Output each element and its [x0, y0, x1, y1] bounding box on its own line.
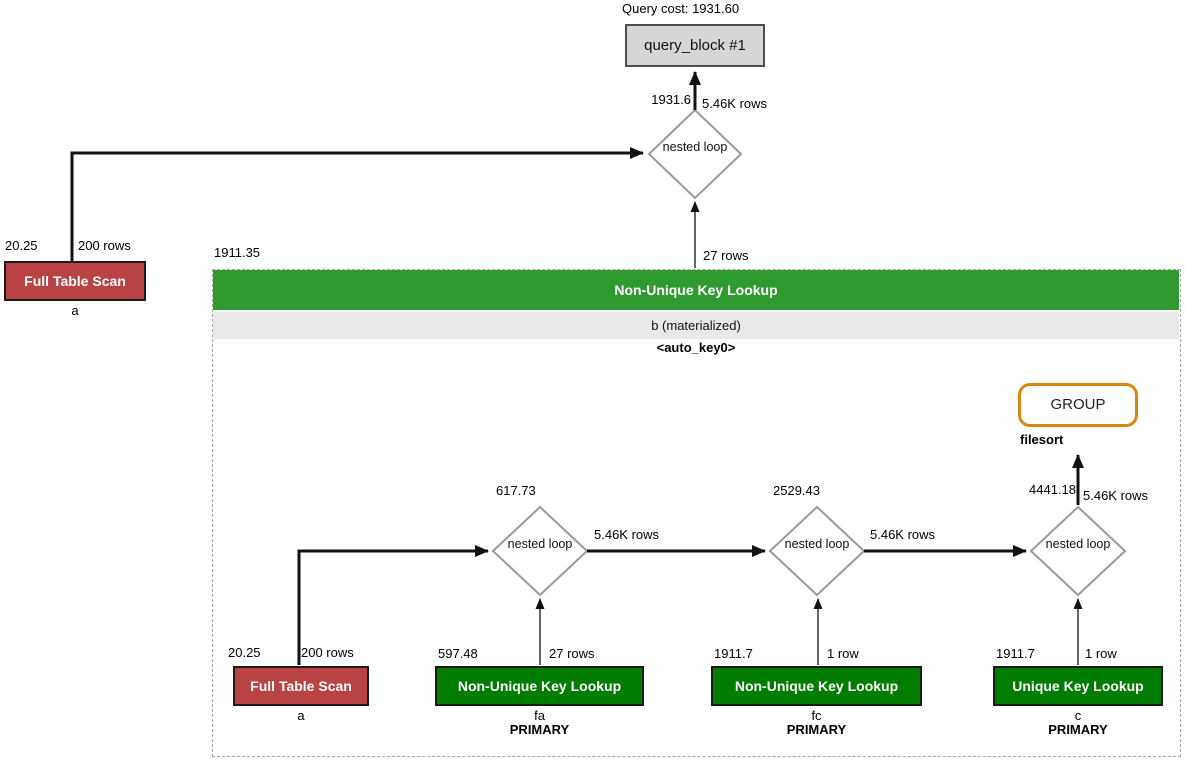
leaf-fc-rows: 1 row: [827, 646, 859, 661]
filesort-label: filesort: [1020, 432, 1064, 447]
edge-outer-scan-to-top-loop: [70, 147, 644, 262]
leaf-fa-rows: 27 rows: [549, 646, 595, 661]
subquery-table-name: b (materialized): [213, 312, 1179, 339]
root-edge-rows: 5.46K rows: [702, 96, 768, 111]
leaf-fa-non-unique-key-lookup-node[interactable]: Non-Unique Key Lookup: [435, 666, 644, 706]
subquery-out-rows: 27 rows: [703, 248, 749, 263]
leaf-full-table-scan-node[interactable]: Full Table Scan: [233, 666, 369, 706]
leaf-fa-table-name: fa: [534, 708, 545, 723]
leaf-fc-non-unique-key-lookup-node[interactable]: Non-Unique Key Lookup: [711, 666, 922, 706]
outer-scan-table-name: a: [71, 303, 79, 318]
leaf-a-cost: 20.25: [228, 645, 261, 660]
loop1-label: nested loop: [507, 537, 573, 551]
leaf-fa-cost: 597.48: [438, 646, 478, 661]
group-node[interactable]: GROUP: [1018, 383, 1138, 427]
leaf-a-table-name: a: [297, 708, 305, 723]
loop3-label: nested loop: [1045, 537, 1111, 551]
outer-scan-cost: 20.25: [5, 238, 38, 253]
loop2-label: nested loop: [784, 537, 850, 551]
nested-loop-diamonds: [491, 108, 1127, 597]
top-nested-loop-label: nested loop: [662, 140, 728, 154]
query-cost-label: Query cost: 1931.60: [622, 1, 740, 16]
leaf-c-key-name: PRIMARY: [1048, 722, 1108, 737]
outer-full-table-scan-node[interactable]: Full Table Scan: [4, 261, 146, 301]
group-edge-cost: 4441.18: [1029, 482, 1076, 497]
loop2-cost: 2529.43: [773, 483, 820, 498]
leaf-c-cost: 1911.7: [996, 646, 1035, 661]
leaf-fa-key-name: PRIMARY: [509, 722, 570, 737]
outer-scan-rows: 200 rows: [78, 238, 131, 253]
inner-nested-loop-diamond-2[interactable]: [768, 505, 866, 597]
leaf-a-rows: 200 rows: [301, 645, 354, 660]
inner-nested-loop-diamond-1[interactable]: [491, 505, 589, 597]
leaf-fc-key-name: PRIMARY: [786, 722, 847, 737]
root-edge-cost: 1931.6: [651, 92, 691, 107]
top-nested-loop-diamond[interactable]: [647, 108, 743, 200]
group-edge-rows: 5.46K rows: [1083, 488, 1149, 503]
loop1-cost: 617.73: [496, 483, 536, 498]
loop1-out-rows: 5.46K rows: [594, 527, 660, 542]
leaf-c-unique-key-lookup-node[interactable]: Unique Key Lookup: [993, 666, 1163, 706]
leaf-c-rows: 1 row: [1085, 646, 1117, 661]
leaf-fc-cost: 1911.7: [714, 646, 753, 661]
edge-inner-scan-to-loop1: [297, 545, 489, 665]
subquery-key-name: <auto_key0>: [656, 340, 736, 355]
subquery-cost: 1911.35: [214, 245, 261, 260]
subquery-header-non-unique-key-lookup[interactable]: Non-Unique Key Lookup: [213, 270, 1179, 310]
query-block-node[interactable]: query_block #1: [625, 24, 765, 67]
leaf-fc-table-name: fc: [811, 708, 822, 723]
loop2-out-rows: 5.46K rows: [870, 527, 936, 542]
leaf-c-table-name: c: [1074, 708, 1082, 723]
inner-nested-loop-diamond-3[interactable]: [1029, 505, 1127, 597]
